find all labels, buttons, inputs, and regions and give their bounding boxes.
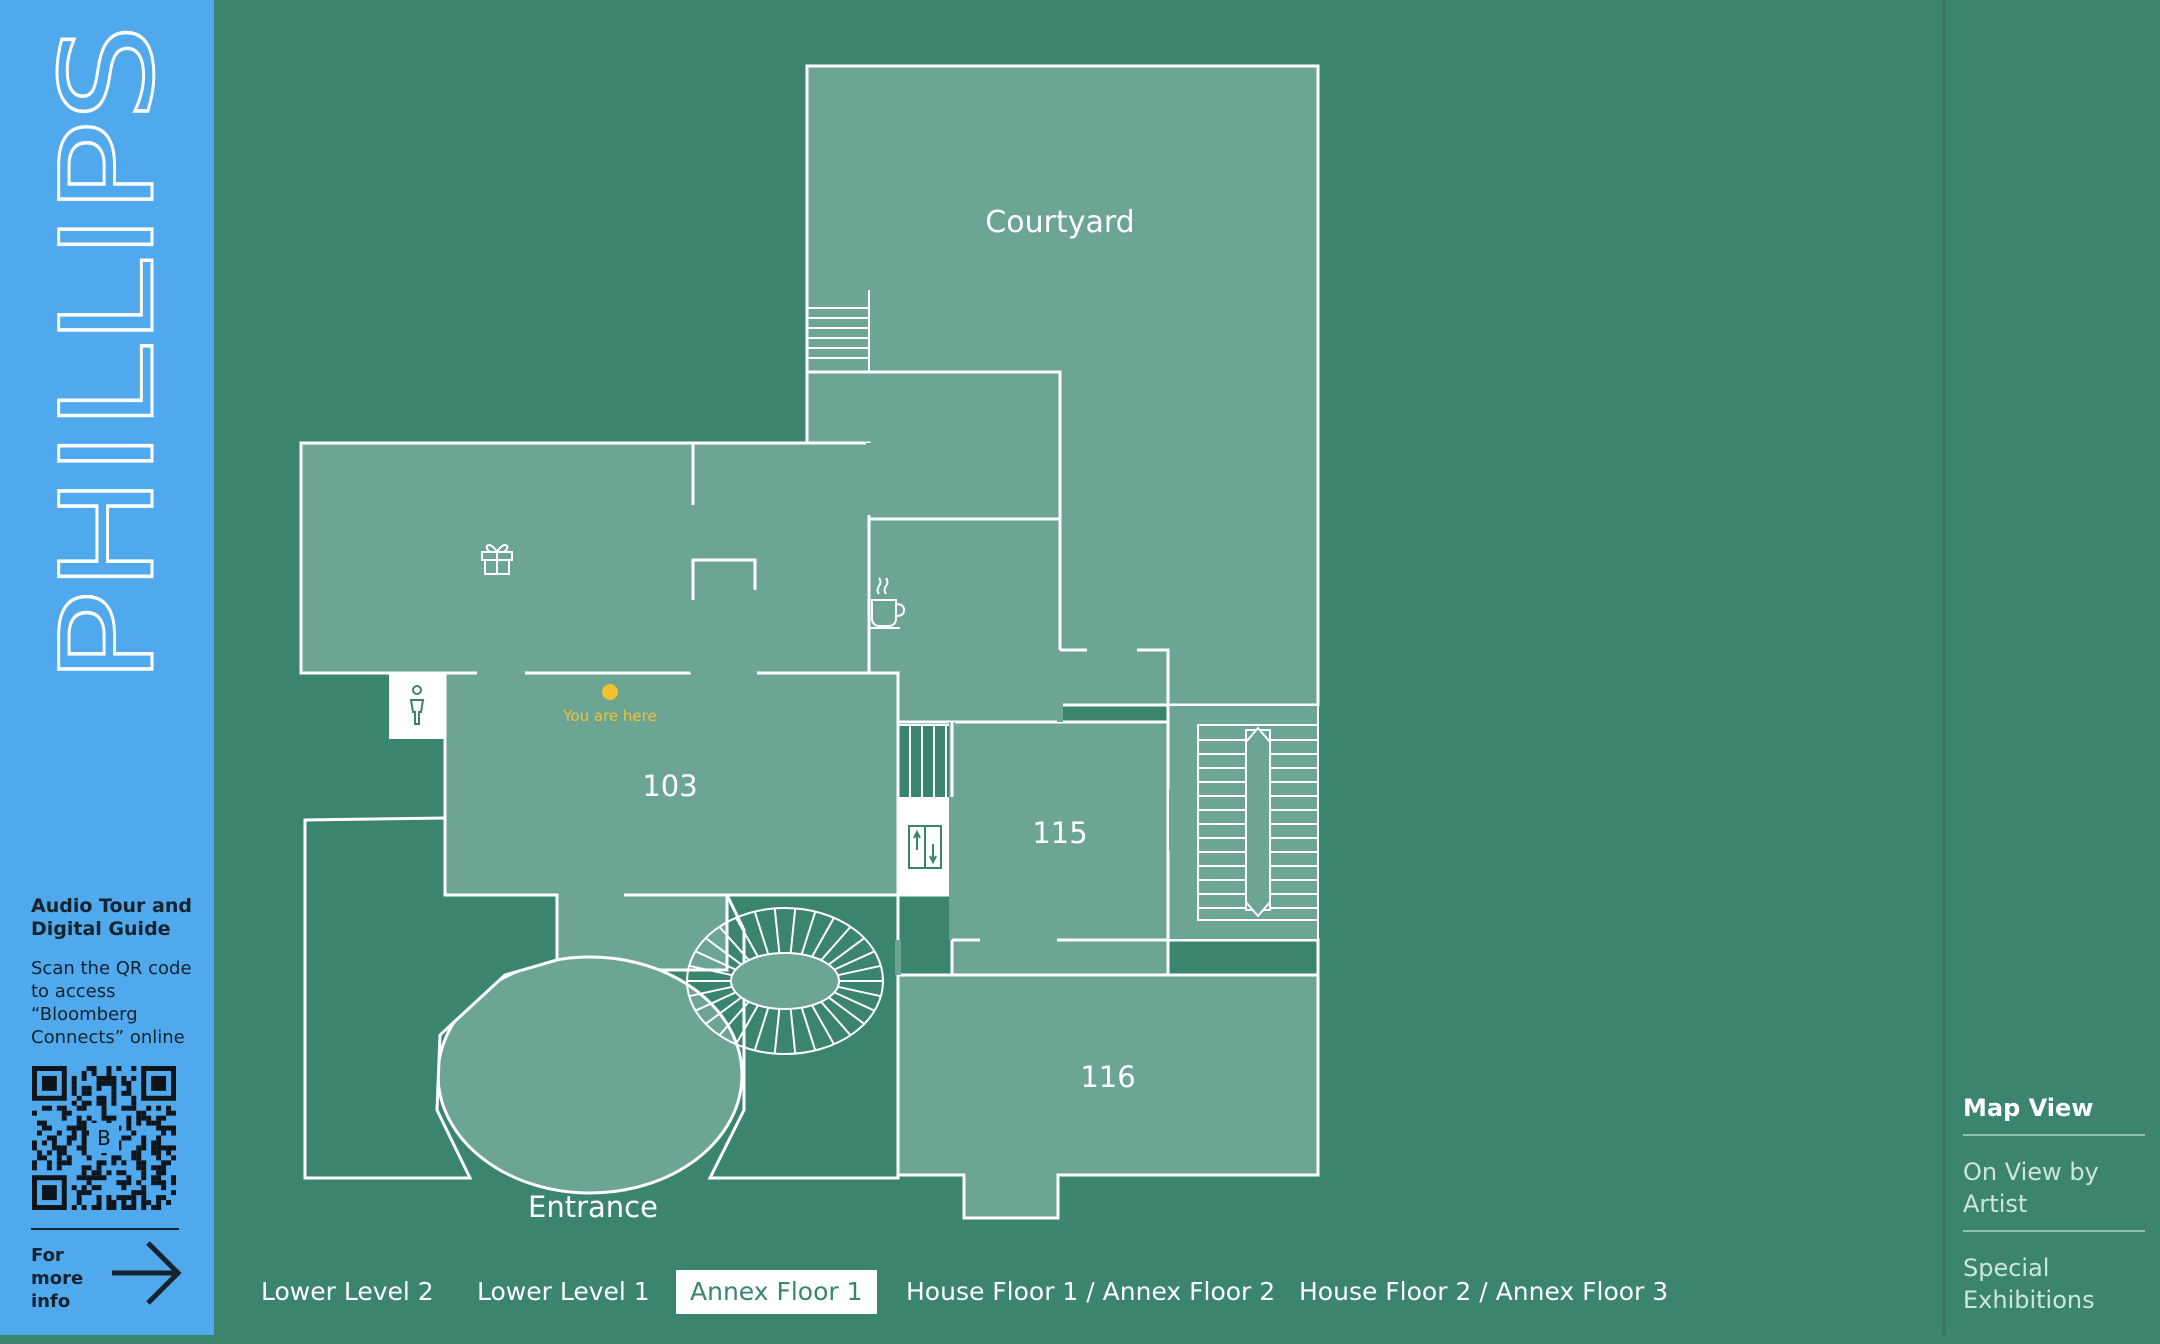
spiral-stair-step	[828, 937, 865, 966]
spiral-stair-step	[773, 1008, 781, 1054]
spiral-stair-step	[753, 911, 770, 955]
floor-plan-map: You are here Courtyard 103 115 116 Entra…	[299, 64, 1320, 1224]
garden-left	[303, 816, 559, 1180]
courtyard-stairs	[807, 290, 870, 372]
room-116-label: 116	[1080, 1060, 1135, 1094]
cafe-icon	[868, 577, 906, 629]
floor-tab-house-1-annex-2[interactable]: House Floor 1 / Annex Floor 2	[906, 1277, 1276, 1306]
svg-text:B: B	[97, 1126, 111, 1150]
logo-text: PHILLIPS	[34, 24, 183, 684]
audio-tour-text: Scan the QR code to access “Bloomberg Co…	[31, 958, 192, 1048]
lower-strip	[896, 893, 954, 977]
spiral-stair-step	[753, 1007, 770, 1051]
spiral-stair-step	[773, 908, 781, 954]
restroom-icon	[409, 685, 425, 725]
door-gaps	[477, 443, 1063, 975]
more-info-label[interactable]: For more info	[31, 1245, 84, 1312]
info-divider	[31, 1228, 179, 1230]
view-navigation: Map View On View by Artist Special Exhib…	[1963, 1090, 2145, 1344]
room-115-label: 115	[1032, 816, 1087, 850]
sidebar: PHILLIPS Audio Tour and Digital Guide Sc…	[0, 0, 214, 1335]
elevator	[898, 797, 952, 895]
courtyard-label: Courtyard	[985, 205, 1134, 240]
floor-tab-lower-level-1[interactable]: Lower Level 1	[477, 1277, 650, 1306]
spiral-staircase	[686, 907, 884, 1055]
spiral-stair-step	[705, 996, 742, 1025]
arrow-right-icon[interactable]	[108, 1238, 184, 1308]
spiral-stair-step	[837, 964, 882, 977]
spiral-stair-step	[833, 991, 875, 1012]
room-103-label: 103	[642, 769, 697, 803]
stair-bay	[1166, 938, 1320, 977]
spiral-stair-step	[828, 996, 865, 1025]
spiral-stair-step	[811, 1004, 835, 1045]
nav-map-view[interactable]: Map View	[1963, 1090, 2145, 1136]
entrance-label: Entrance	[528, 1190, 658, 1224]
gift-shop-icon	[481, 544, 513, 575]
restroom	[389, 673, 445, 739]
phillips-logo: PHILLIPS	[33, 23, 185, 686]
spiral-stair-step	[800, 1007, 817, 1051]
spiral-stair-step	[820, 926, 852, 961]
spiral-stair-step	[833, 950, 875, 971]
interior-walls	[691, 517, 1170, 942]
spiral-stair-step	[695, 950, 737, 971]
floor-tab-lower-level-2[interactable]: Lower Level 2	[261, 1277, 434, 1306]
spiral-stair-step	[718, 1001, 750, 1036]
small-stairs	[898, 724, 952, 797]
spiral-stair-step	[718, 926, 750, 961]
you-are-here-label: You are here	[562, 707, 656, 725]
right-staircase	[1167, 704, 1319, 941]
spiral-stair-step	[820, 1001, 852, 1036]
room-116	[896, 973, 1320, 1220]
nav-on-view-by-artist[interactable]: On View by Artist	[1963, 1154, 2145, 1232]
spiral-stair-step	[735, 917, 759, 958]
cafe-room	[691, 441, 871, 675]
you-are-here-marker	[602, 684, 618, 700]
nav-special-exhibitions[interactable]: Special Exhibitions	[1963, 1254, 2095, 1314]
audio-tour-title: Audio Tour and Digital Guide	[31, 895, 192, 940]
spiral-stair-step	[811, 917, 835, 958]
spiral-stair-step	[705, 937, 742, 966]
spiral-stair-step	[688, 985, 733, 998]
qr-code[interactable]: B	[32, 1066, 176, 1210]
spiral-stair-step	[735, 1004, 759, 1045]
spiral-stair-step	[688, 964, 733, 977]
spiral-stair-step	[800, 911, 817, 955]
right-column-divider	[1942, 0, 1946, 1335]
floor-tab-annex-floor-1[interactable]: Annex Floor 1	[676, 1270, 877, 1314]
spiral-stair-step	[789, 1008, 797, 1054]
spiral-stair-step	[789, 908, 797, 954]
spiral-stair-step	[695, 991, 737, 1012]
spiral-stair-step	[837, 985, 882, 998]
floor-tab-house-2-annex-3[interactable]: House Floor 2 / Annex Floor 3	[1299, 1277, 1669, 1306]
